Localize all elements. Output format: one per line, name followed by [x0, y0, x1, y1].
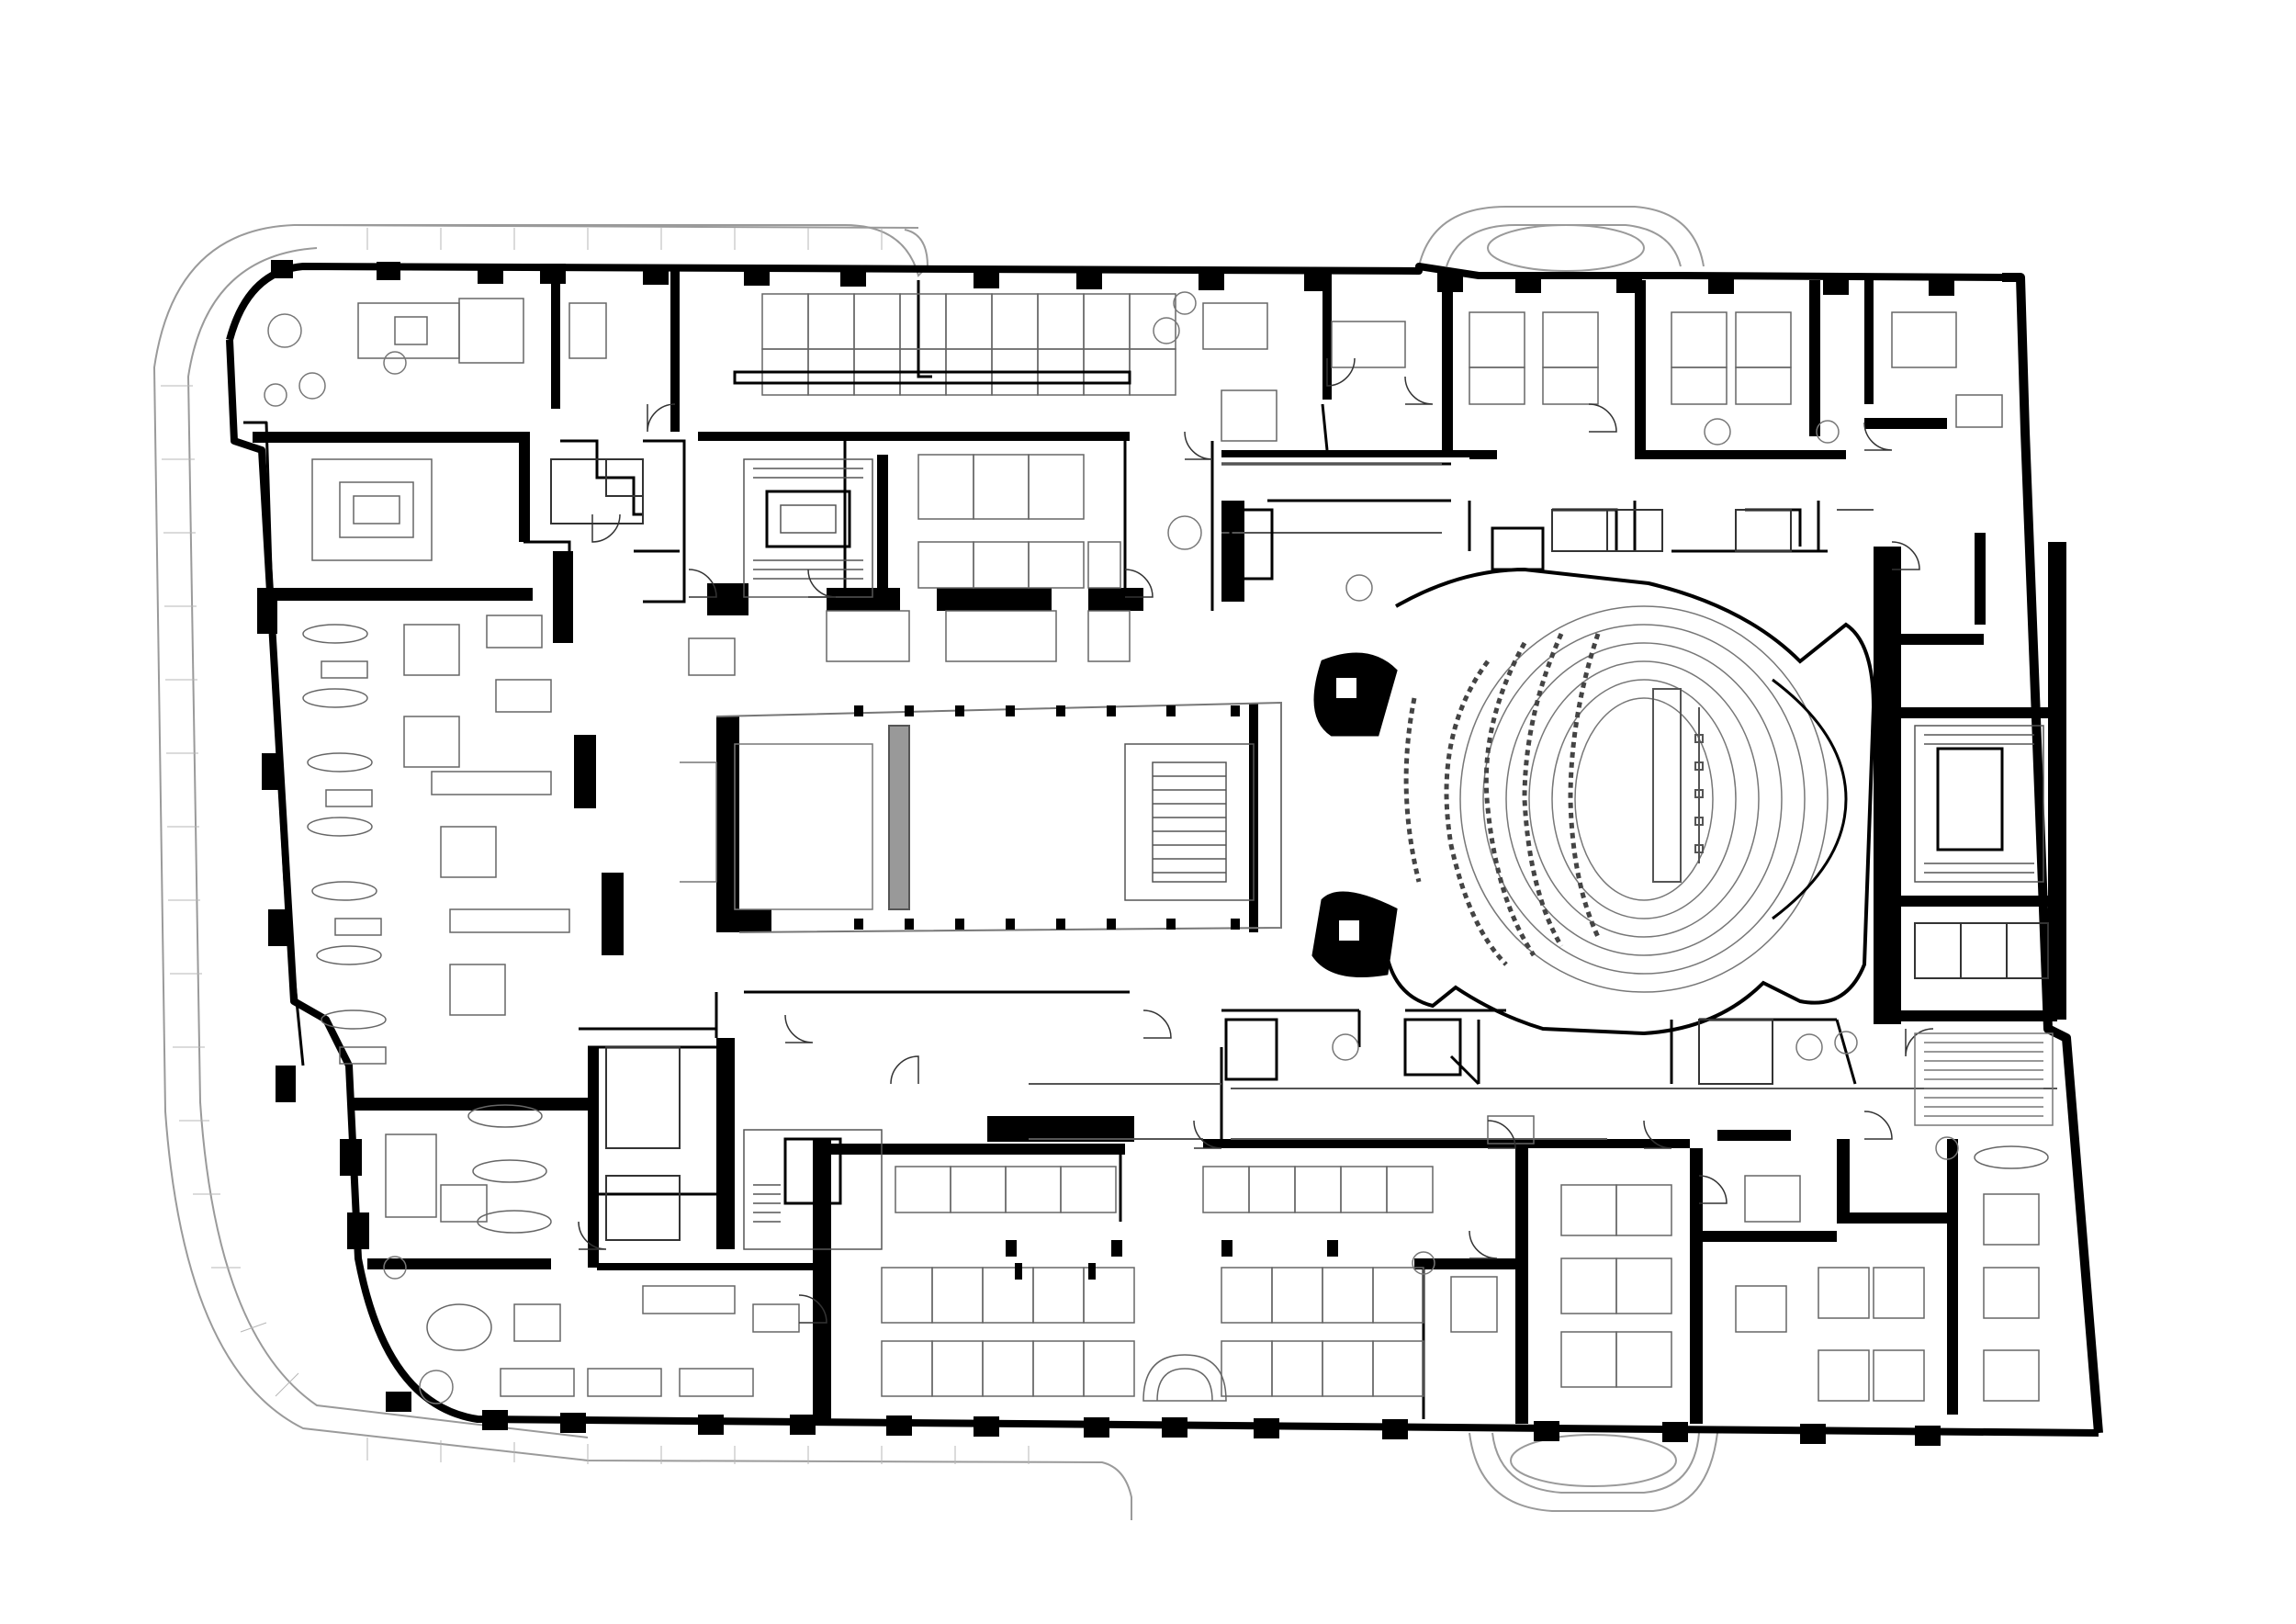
south-bay-window [1469, 1432, 1718, 1512]
restrooms [550, 458, 2049, 1241]
corridors [1029, 463, 2057, 1140]
plants-and-round-tables [264, 291, 1959, 1404]
stair-south[interactable] [743, 1129, 883, 1250]
stair-east[interactable] [1914, 725, 2044, 883]
grand-stair[interactable] [1124, 743, 1255, 901]
south-east-office-desks [1450, 1115, 2049, 1402]
north-open-office-desks [357, 293, 2003, 442]
north-work-desks-lower [688, 454, 1131, 676]
doors[interactable] [578, 357, 1934, 1324]
auditorium [1311, 567, 1876, 1036]
north-bay-window [1418, 206, 1705, 272]
west-terrace [152, 224, 1132, 1520]
south-open-office-desks [881, 1166, 1434, 1402]
central-atrium [680, 701, 1282, 933]
east-entrance-vestibule[interactable] [1914, 1032, 2054, 1126]
lift-cars[interactable] [1224, 508, 1545, 1081]
west-lounge-furniture [302, 458, 570, 1065]
stair-north[interactable] [743, 458, 873, 598]
interior-walls[interactable] [253, 271, 2066, 1424]
south-west-lounge-furniture [385, 1104, 800, 1397]
